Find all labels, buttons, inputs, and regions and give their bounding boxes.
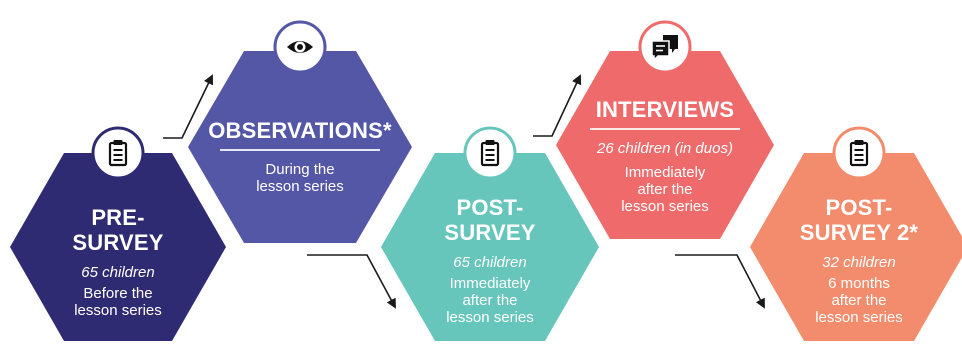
stage-timing: Immediately after the lesson series bbox=[575, 164, 755, 215]
clipboard-icon bbox=[108, 140, 128, 167]
icon-badge-pre-survey bbox=[91, 126, 145, 180]
stage-participant-count: 32 children bbox=[822, 254, 896, 271]
stage-title: POST- SURVEY bbox=[410, 195, 570, 245]
stage-title-line: PRE- bbox=[91, 205, 145, 230]
hexagon-interviews bbox=[556, 51, 774, 239]
stage-title-line: SURVEY 2* bbox=[799, 220, 919, 245]
stage-timing: 6 months after the lesson series bbox=[779, 275, 939, 326]
chat-bubbles-icon bbox=[651, 35, 678, 62]
stage-post-survey: POST- SURVEY 65 children Immediately aft… bbox=[410, 195, 570, 326]
icon-badge-post-survey bbox=[463, 126, 517, 180]
clipboard-icon bbox=[849, 140, 869, 167]
stage-timing: Before the lesson series bbox=[38, 285, 198, 319]
arrow-interviews-to-post2 bbox=[675, 254, 765, 309]
stage-timing-line: after the bbox=[462, 292, 518, 309]
stage-timing: During the lesson series bbox=[205, 161, 395, 195]
arrow-observations-to-post bbox=[307, 254, 396, 309]
hexagon-pre-survey bbox=[10, 153, 226, 341]
stage-timing-line: Immediately bbox=[624, 164, 706, 181]
stage-timing-line: Immediately bbox=[449, 275, 531, 292]
divider bbox=[220, 149, 380, 151]
stage-interviews: INTERVIEWS 26 children (in duos) Immedia… bbox=[575, 97, 755, 215]
icon-badge-post-survey-2 bbox=[832, 126, 886, 180]
divider bbox=[590, 128, 740, 130]
stage-timing-line: lesson series bbox=[446, 309, 534, 326]
stage-timing-line: after the bbox=[637, 181, 693, 198]
stage-timing-line: after the bbox=[831, 292, 887, 309]
stage-title-line: POST- bbox=[456, 195, 524, 220]
stage-timing-line: lesson series bbox=[621, 198, 709, 215]
icon-badge-interviews bbox=[638, 20, 692, 74]
stage-timing-line: lesson series bbox=[815, 309, 903, 326]
stage-title: PRE- SURVEY bbox=[38, 205, 198, 255]
stage-participant-count: 65 children bbox=[81, 264, 155, 281]
eye-icon bbox=[287, 41, 313, 53]
hexagon-post-survey bbox=[381, 153, 599, 341]
hexagon-observations bbox=[188, 51, 412, 243]
stage-participant-count: 65 children bbox=[453, 254, 527, 271]
stage-timing-line: 6 months bbox=[828, 275, 890, 292]
stage-title-line: POST- bbox=[825, 195, 893, 220]
stage-timing: Immediately after the lesson series bbox=[410, 275, 570, 326]
stage-title-line: SURVEY bbox=[444, 220, 536, 245]
stage-title: POST- SURVEY 2* bbox=[779, 195, 939, 245]
arrow-pre-to-observations bbox=[163, 74, 214, 139]
stage-timing-line: lesson series bbox=[74, 302, 162, 319]
stage-title: INTERVIEWS bbox=[595, 97, 735, 122]
arrow-post-to-interviews bbox=[533, 74, 582, 137]
stage-timing-line: lesson series bbox=[256, 178, 344, 195]
stage-observations: OBSERVATIONS* During the lesson series bbox=[205, 118, 395, 195]
stage-participant-count: 26 children (in duos) bbox=[597, 140, 733, 157]
stage-timing-line: Before the bbox=[83, 285, 153, 302]
stage-pre-survey: PRE- SURVEY 65 children Before the lesso… bbox=[38, 205, 198, 319]
stage-timing-line: During the bbox=[265, 161, 335, 178]
stage-post-survey-2: POST- SURVEY 2* 32 children 6 months aft… bbox=[779, 195, 939, 326]
stage-title: OBSERVATIONS* bbox=[208, 118, 392, 143]
stage-title-line: SURVEY bbox=[72, 230, 164, 255]
clipboard-icon bbox=[480, 140, 500, 167]
icon-badge-observations bbox=[273, 20, 327, 74]
hexagon-post-survey-2 bbox=[750, 153, 962, 341]
